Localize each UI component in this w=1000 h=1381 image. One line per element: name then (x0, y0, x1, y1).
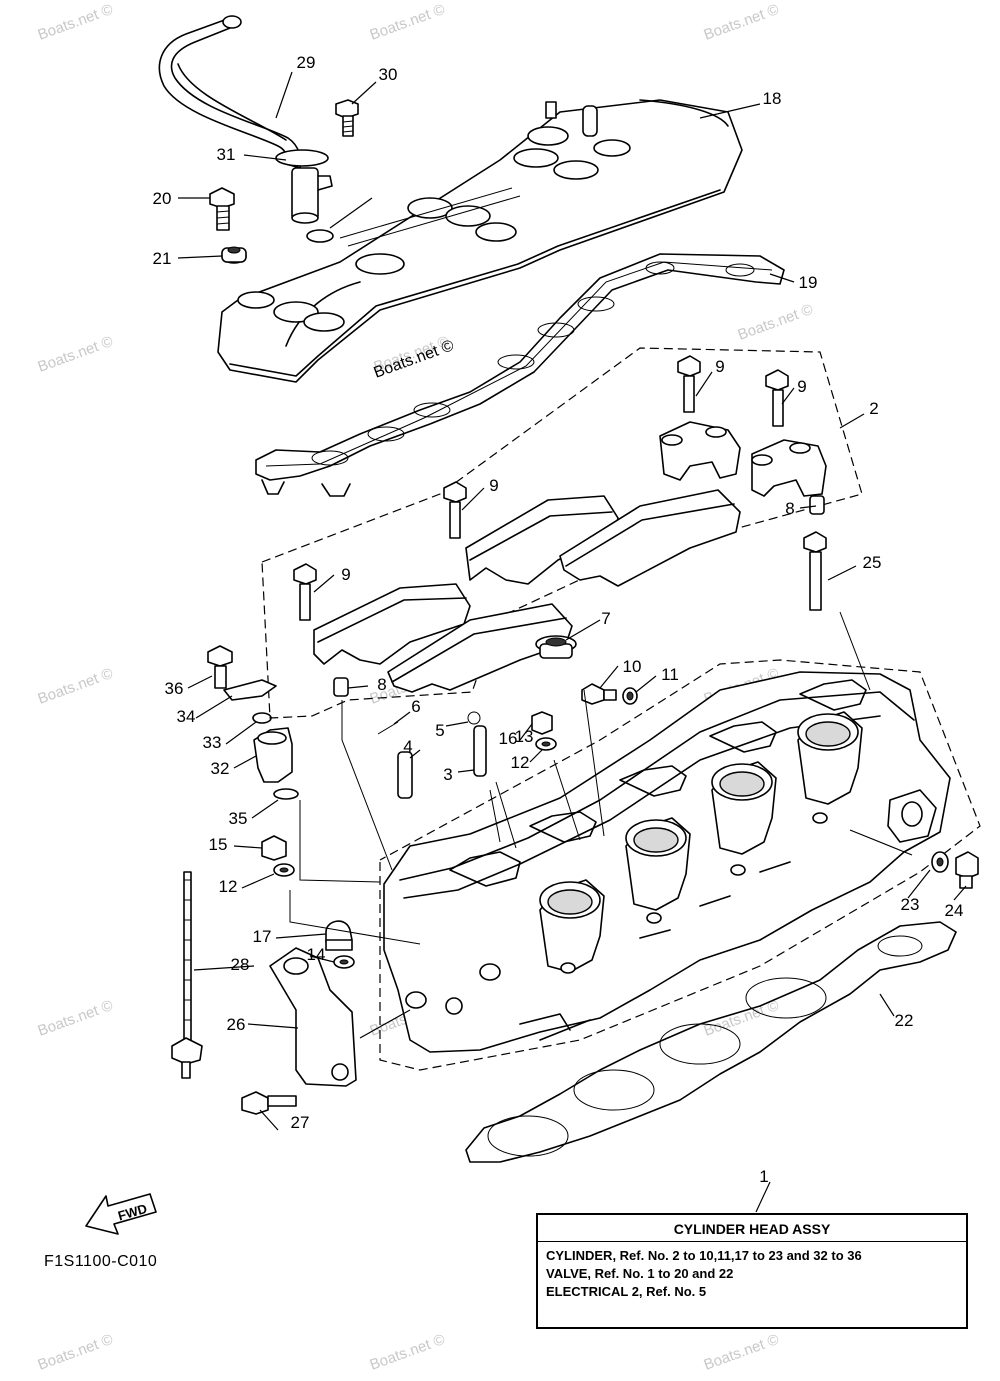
callout-34: 34 (177, 707, 196, 726)
callout-4: 4 (403, 737, 412, 756)
callout-17: 17 (253, 927, 272, 946)
callout-3: 3 (443, 765, 452, 784)
callout-28: 28 (231, 955, 250, 974)
callout-9: 9 (797, 377, 806, 396)
grommet-20 (221, 246, 247, 264)
cable-tie-27 (171, 871, 203, 1079)
callout-22: 22 (895, 1011, 914, 1030)
callout-12: 12 (219, 877, 238, 896)
valve-cover (217, 99, 743, 383)
callout-9: 9 (715, 357, 724, 376)
callout-2: 2 (869, 399, 878, 418)
hose-fitting (275, 149, 333, 224)
callout-1: 1 (759, 1167, 768, 1186)
bolt-10 (581, 683, 638, 705)
bolt-24 (803, 531, 827, 611)
callout-16: 16 (499, 729, 518, 748)
callout-13: 13 (515, 727, 534, 746)
left-parts (207, 645, 355, 969)
watermark: Boats.net © (36, 333, 116, 376)
callout-7: 7 (601, 609, 610, 628)
watermark: Boats.net © (368, 1331, 448, 1374)
watermark: Boats.net © (36, 1, 116, 44)
head-gasket (465, 921, 957, 1163)
plug-23 (931, 851, 979, 889)
cover-gasket (255, 253, 785, 497)
callout-29: 29 (297, 53, 316, 72)
small-parts (377, 711, 557, 799)
watermark: Boats.net © (36, 997, 116, 1040)
watermark: Boats.net © (736, 301, 816, 344)
callout-11: 11 (661, 665, 679, 684)
plug-7 (535, 635, 577, 659)
fwd-arrow: FWD (85, 1193, 157, 1235)
callout-5: 5 (435, 721, 444, 740)
info-line-electrical: ELECTRICAL 2, Ref. No. 5 (546, 1284, 707, 1299)
callout-18: 18 (763, 89, 782, 108)
callout-25: 25 (863, 553, 882, 572)
callout-8: 8 (785, 499, 794, 518)
watermark: Boats.net © (702, 1331, 782, 1374)
callout-9: 9 (341, 565, 350, 584)
callout-8: 8 (377, 675, 386, 694)
head-boundary (379, 659, 981, 1071)
callout-31: 31 (217, 145, 236, 164)
callout-6: 6 (411, 697, 420, 716)
callout-12: 12 (511, 753, 530, 772)
info-line-valve: VALVE, Ref. No. 1 to 20 and 22 (546, 1266, 734, 1281)
cap-group-boundary (261, 347, 863, 719)
info-box: CYLINDER HEAD ASSY CYLINDER, Ref. No. 2 … (536, 1213, 968, 1329)
callout-26: 26 (227, 1015, 246, 1034)
callout-21: 21 (153, 249, 172, 268)
bracket-25 (241, 947, 357, 1115)
watermark: Boats.net © (36, 1331, 116, 1374)
callout-15: 15 (209, 835, 228, 854)
diagram-code: F1S1100-C010 (44, 1253, 158, 1270)
callout-23: 23 (901, 895, 920, 914)
watermark: Boats.net © (702, 997, 782, 1040)
callout-14: 14 (307, 945, 326, 964)
callout-20: 20 (153, 189, 172, 208)
callout-32: 32 (211, 759, 230, 778)
bolt-30 (335, 99, 359, 137)
callout-30: 30 (379, 65, 398, 84)
o-ring-29 (306, 229, 334, 243)
cylinder-head (383, 671, 951, 1053)
camshaft-caps (293, 355, 827, 697)
callout-10: 10 (623, 657, 642, 676)
watermark: Boats.net © (702, 1, 782, 44)
info-box-title: CYLINDER HEAD ASSY (538, 1215, 966, 1242)
callout-36: 36 (165, 679, 184, 698)
callout-19: 19 (799, 273, 818, 292)
info-line-cylinder: CYLINDER, Ref. No. 2 to 10,11,17 to 23 a… (546, 1248, 862, 1263)
callout-35: 35 (229, 809, 248, 828)
breather-hose (158, 15, 302, 169)
bolt-19 (209, 187, 235, 231)
callout-24: 24 (945, 901, 964, 920)
leader-lines (177, 71, 967, 1213)
callout-33: 33 (203, 733, 222, 752)
watermark: Boats.net © (368, 1, 448, 44)
callout-9: 9 (489, 476, 498, 495)
callout-27: 27 (291, 1113, 310, 1132)
watermark: Boats.net © (36, 665, 116, 708)
